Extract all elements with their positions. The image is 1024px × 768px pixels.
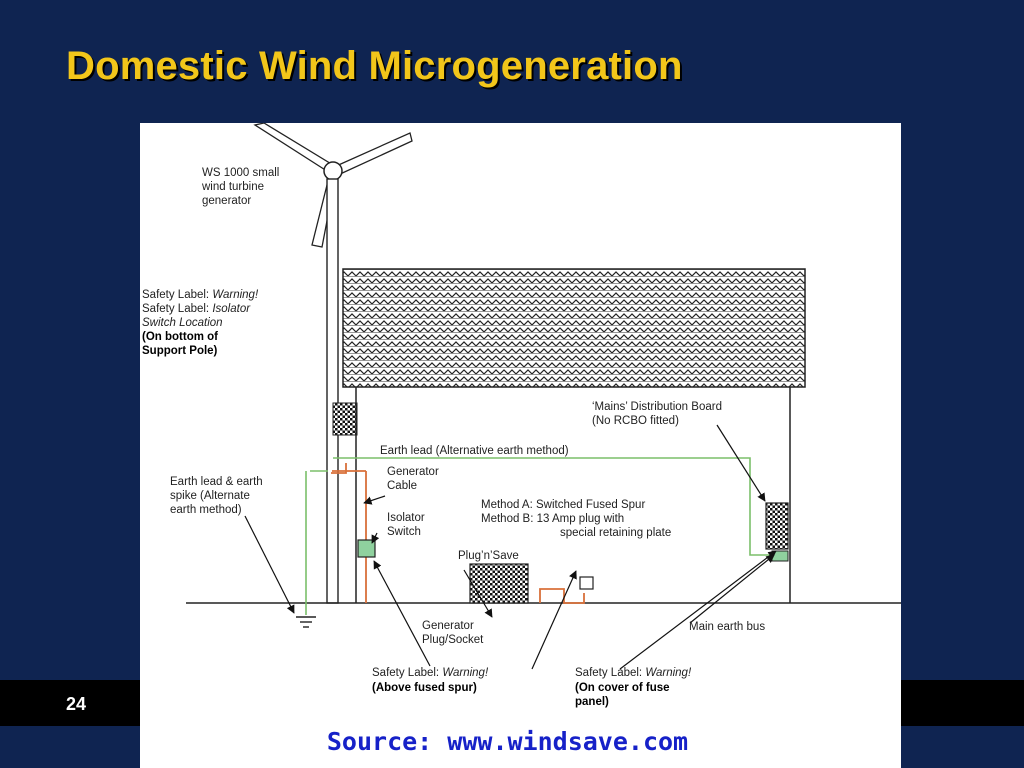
roof — [342, 268, 806, 388]
diagram-panel: WS 1000 small wind turbine generator Saf… — [140, 123, 901, 768]
wind-installation-diagram: WS 1000 small wind turbine generator Saf… — [142, 123, 901, 708]
isolator-switch-label: Isolator Switch — [387, 512, 428, 538]
earth-lead-line — [305, 457, 772, 615]
plugnsave-label: Plug’n’Save — [458, 550, 519, 562]
main-earth-bus-label: Main earth bus — [689, 621, 765, 633]
page-number: 24 — [66, 694, 87, 714]
earth-lead-label: Earth lead (Alternative earth method) — [380, 445, 569, 457]
pole-safety-label: Safety Label: Warning! Safety Label: Iso… — [142, 285, 263, 357]
earth-spike-icon — [296, 616, 316, 628]
methods-label: Method A: Switched Fused Spur Method B: … — [481, 499, 671, 539]
generator-cable-label: Generator Cable — [387, 466, 442, 492]
generator-plug-label: Generator Plug/Socket — [422, 620, 484, 646]
panel-safety-label: Safety Label: Warning! (On cover of fuse… — [575, 663, 696, 708]
fused-spur-box — [579, 576, 594, 590]
isolator-switch-box — [357, 539, 376, 558]
turbine-label: WS 1000 small wind turbine generator — [201, 167, 283, 207]
slide-title: Domestic Wind Microgeneration — [66, 44, 683, 88]
mains-board-label: ‘Mains’ Distribution Board (No RCBO fitt… — [592, 401, 725, 427]
spur-safety-label: Safety Label: Warning! (Above fused spur… — [372, 663, 493, 694]
plugnsave-unit — [469, 563, 529, 604]
distribution-board — [765, 502, 789, 550]
source-caption: Source: www.windsave.com — [326, 727, 689, 756]
callout-arrows — [244, 424, 777, 670]
house-walls — [355, 387, 791, 603]
wind-turbine — [253, 123, 413, 248]
generator-cable-line — [331, 463, 585, 604]
support-pole — [326, 178, 358, 604]
earth-spike-label: Earth lead & earth spike (Alternate eart… — [170, 476, 266, 516]
